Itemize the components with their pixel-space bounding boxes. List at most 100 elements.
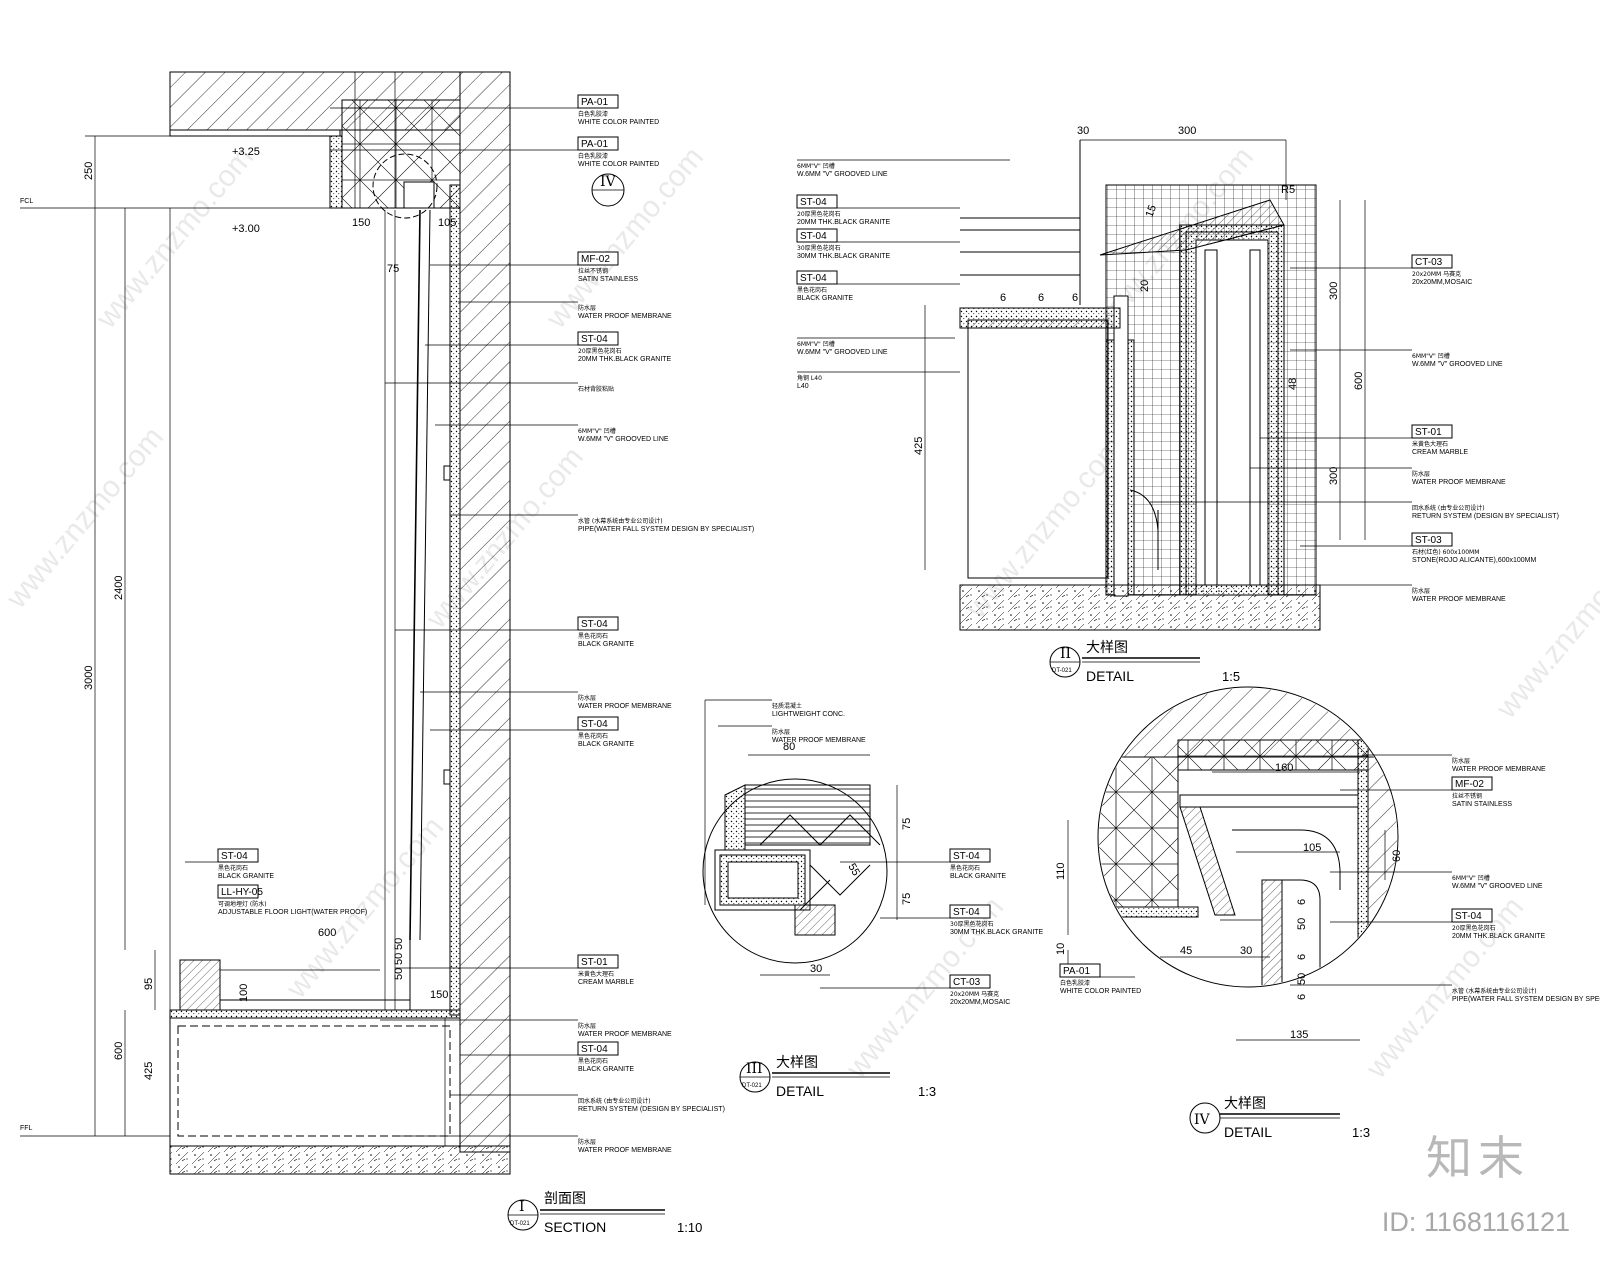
tag-en: W.6MM "V" GROOVED LINE [1452,883,1543,890]
section-title-block: I DT-021 剖面图 SECTION 1:10 [507,1191,702,1235]
title-cn: 剖面图 [544,1191,586,1207]
material-tag: 水管 (水幕系统由专业公司设计)PIPE(WATER FALL SYSTEM D… [1290,984,1600,1003]
title-ref: DT-021 [742,1083,762,1089]
tag-en: WATER PROOF MEMBRANE [772,737,866,744]
title-ref: DT-021 [510,1221,530,1227]
title-cn: 大样图 [1224,1096,1266,1112]
tag-cn: 米黄色大理石 [1412,440,1448,448]
dimension-label: 20 [1139,280,1151,292]
tag-code: ST-04 [953,907,980,918]
dimension-label: 100 [238,984,250,1002]
tag-en: CREAM MARBLE [1412,449,1468,456]
dimension-label: 60 [1391,850,1403,862]
tag-en: W.6MM "V" GROOVED LINE [1412,361,1503,368]
title-number: I [519,1199,525,1215]
dimension-label: 75 [901,893,913,905]
tag-cn: 可调地埋灯 (防水) [218,900,267,908]
dimension-label: 160 [1275,762,1293,774]
tag-en: BLACK GRANITE [578,641,634,648]
tag-cn: 白色乳胶漆 [1060,979,1090,987]
tag-code: PA-01 [581,139,608,150]
title-ref: DT-021 [1052,668,1072,674]
brand-logo-text: 知末 [1426,1131,1530,1185]
dimension-label: 3000 [83,666,95,690]
title-cn: 大样图 [776,1055,818,1071]
detail-ii-left-tags: 6MM"V" 凹槽W.6MM "V" GROOVED LINEST-0420厚黑… [796,159,1010,390]
material-tag: 回水系统 (由专业公司设计)RETURN SYSTEM (DESIGN BY S… [450,1094,725,1113]
tag-code: LL-HY-05 [221,887,263,898]
dimension-label: 6 [1296,994,1308,1000]
dimension-label: 50 [393,938,405,950]
tag-cn: 防水层 [578,1022,596,1030]
tag-code: PA-01 [1063,966,1090,977]
tag-en: BLACK GRANITE [797,295,853,302]
dimension-label: 105 [438,217,456,229]
level-label: +3.25 [232,146,260,158]
tag-cn: 米黄色大理石 [578,970,614,978]
tag-en: W.6MM "V" GROOVED LINE [797,349,888,356]
dimension-label: 50 [393,953,405,965]
tag-cn: 黑色花岗石 [797,286,827,294]
dimension-label: 95 [143,978,155,990]
dimension-label: 300 [1328,282,1340,300]
title-scale: 1:10 [677,1220,702,1235]
title-en: SECTION [544,1219,606,1235]
tag-code: ST-04 [581,619,608,630]
tag-en: WATER PROOF MEMBRANE [1452,766,1546,773]
dimension-label: 425 [143,1062,155,1080]
material-tag: 水管 (水幕系统由专业公司设计)PIPE(WATER FALL SYSTEM D… [450,514,754,533]
dimension-label: 6 [1072,292,1078,304]
dimension-label: 30 [1077,125,1089,137]
dimension-label: 15 [1144,203,1159,219]
tag-en: WATER PROOF MEMBRANE [1412,596,1506,603]
dimension-label: 150 [352,217,370,229]
watermark-text: www.znzmo.com [539,141,710,335]
tag-en: WATER PROOF MEMBRANE [578,703,672,710]
tag-cn: 白色乳胶漆 [578,110,608,118]
level-label: FFL [20,1125,33,1132]
dimension-label: 50 [393,968,405,980]
tag-cn: 20x20MM 马赛克 [950,990,999,998]
dimension-label: 110 [1055,862,1067,880]
tag-en: WATER PROOF MEMBRANE [578,1031,672,1038]
detail-iv-drawing: 160 110 105 60 10 45 30 6 50 6 50 6 135 [1055,686,1403,1041]
dimension-label: 300 [1328,467,1340,485]
tag-code: ST-04 [1455,911,1482,922]
tag-cn: 30厚黑色花岗石 [950,920,994,928]
title-cn: 大样图 [1086,640,1128,656]
material-tag: 石材背胶粘贴 [385,382,614,393]
tag-en: SATIN STAINLESS [1452,801,1512,808]
tag-cn: 回水系统 (由专业公司设计) [578,1097,651,1105]
tag-code: MF-02 [1455,779,1484,790]
callout-label: IV [600,174,617,190]
tag-cn: 石材背胶粘贴 [578,385,614,393]
material-tag: 6MM"V" 凹槽W.6MM "V" GROOVED LINE [797,159,1010,178]
tag-cn: 20厚黑色花岗石 [578,347,622,355]
tag-en: CREAM MARBLE [578,979,634,986]
dimension-label: 6 [1296,899,1308,905]
dimension-label: 50 [1296,973,1308,985]
tag-code: MF-02 [581,254,610,265]
title-scale: 1:3 [1352,1125,1370,1140]
tag-cn: 6MM"V" 凹槽 [797,162,835,170]
material-tag: 6MM"V" 凹槽W.6MM "V" GROOVED LINE [435,424,669,443]
